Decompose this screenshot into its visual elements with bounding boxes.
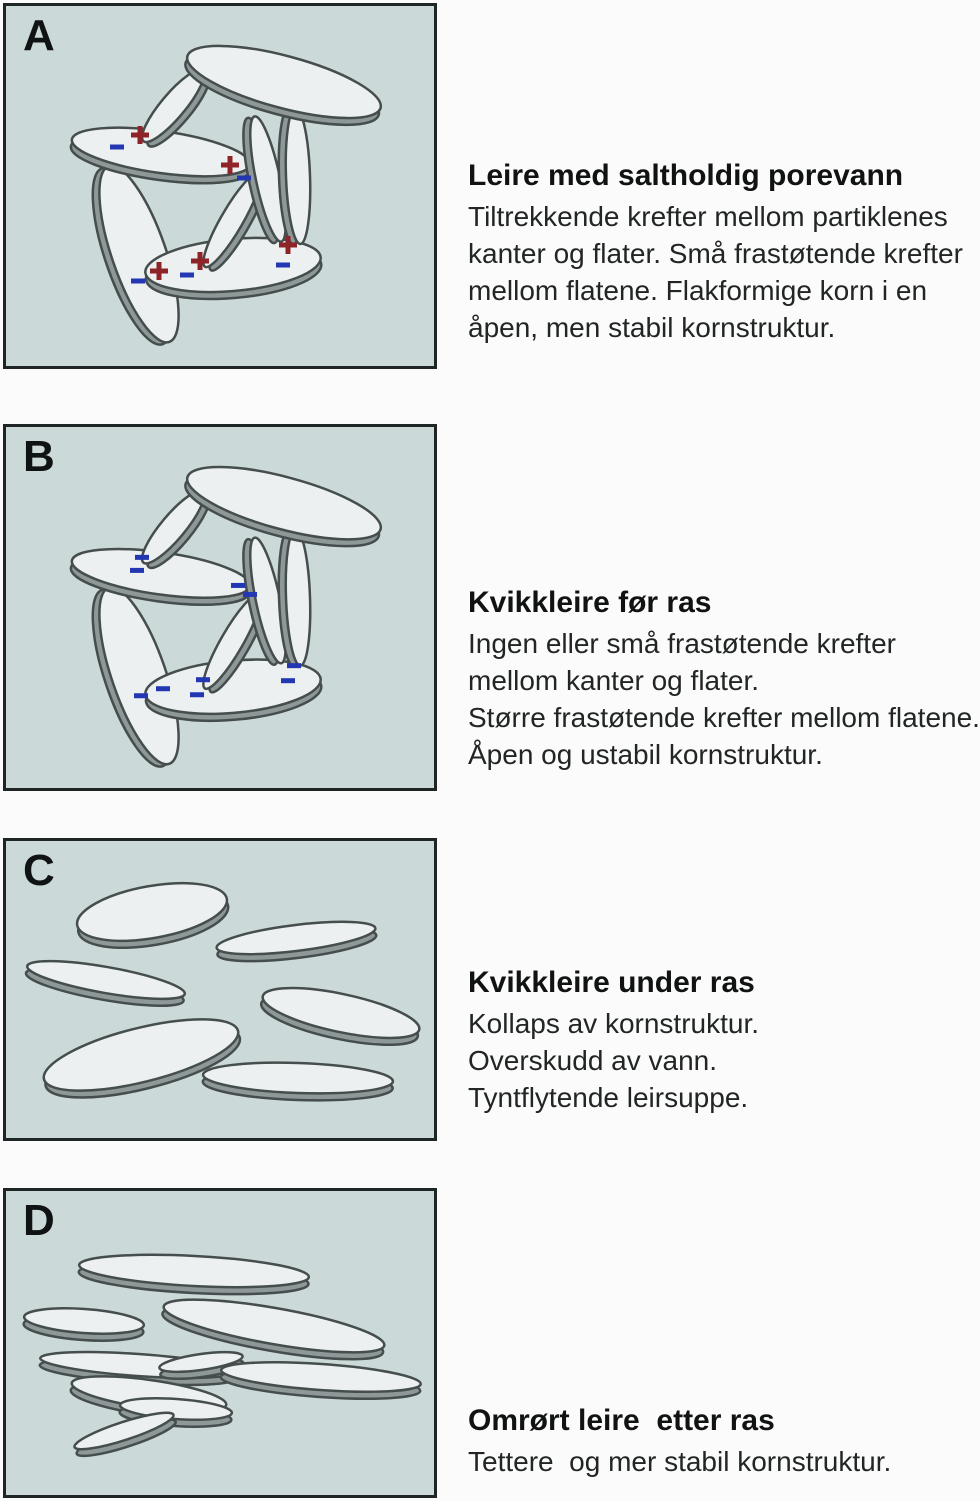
minus-charge-icon — [131, 278, 145, 284]
panel-d-label: D — [23, 1196, 55, 1245]
clay-particle — [201, 1061, 395, 1102]
panel-c-text-block: Kvikkleire under ras Kollaps av kornstru… — [468, 964, 980, 1116]
panel-d-text-block: Omrørt leire etter ras Tettere og mer st… — [468, 1402, 980, 1480]
minus-charge-icon — [190, 692, 204, 698]
minus-charge-icon — [134, 693, 148, 699]
minus-charge-icon — [196, 677, 210, 683]
minus-charge-icon — [276, 262, 290, 268]
panel-a-body-line: Tiltrekkende krefter mellom partiklenes — [468, 201, 948, 232]
minus-charge-icon — [130, 567, 144, 573]
clay-particle — [219, 1361, 423, 1400]
clay-particle — [22, 1307, 146, 1342]
plus-charge-icon — [279, 236, 297, 254]
panel-c-figure-box: C — [3, 838, 437, 1141]
panel-d-body-line: Tettere og mer stabil kornstruktur. — [468, 1446, 892, 1477]
minus-charge-icon — [110, 144, 124, 150]
clay-particle — [184, 465, 383, 548]
plus-charge-icon — [221, 156, 239, 174]
panel-b-figure — [69, 465, 383, 768]
clay-particle — [277, 106, 312, 246]
panel-b-body-line: Ingen eller små frastøtende krefter — [468, 628, 896, 659]
clay-particle — [215, 920, 378, 963]
panel-b-figure-box: B — [3, 424, 437, 791]
clay-particle — [259, 986, 421, 1047]
panel-b-body-line: Åpen og ustabil kornstruktur. — [468, 739, 823, 770]
panel-a-body-line: åpen, men stabil kornstruktur. — [468, 312, 836, 343]
minus-charge-icon — [135, 554, 149, 560]
clay-particle — [144, 658, 323, 723]
clay-particle — [73, 1411, 177, 1458]
panel-b-body-line: Større frastøtende krefter mellom flaten… — [468, 702, 980, 733]
panel-b-label: B — [23, 432, 55, 481]
clay-particle — [42, 1018, 242, 1099]
minus-charge-icon — [237, 175, 251, 181]
clay-particle — [24, 959, 187, 1008]
panel-a-figure — [69, 44, 383, 346]
panel-a-figure-box: A — [3, 3, 437, 369]
clay-particle — [77, 1253, 311, 1296]
panel-d-figure — [22, 1253, 423, 1458]
panel-d-heading: Omrørt leire etter ras — [468, 1404, 775, 1437]
panel-b-body-line: mellom kanter og flater. — [468, 665, 760, 696]
minus-charge-icon — [180, 272, 194, 278]
minus-charge-icon — [281, 678, 295, 684]
clay-particle — [75, 881, 230, 949]
panel-c-body-line: Overskudd av vann. — [468, 1045, 718, 1076]
plus-charge-icon — [191, 252, 209, 270]
panel-c-heading: Kvikkleire under ras — [468, 966, 755, 999]
plus-charge-icon — [131, 126, 149, 144]
minus-charge-icon — [231, 582, 245, 588]
plus-charge-icon — [150, 262, 168, 280]
panel-a-heading: Leire med saltholdig porevann — [468, 159, 904, 192]
panel-a-label: A — [23, 11, 55, 60]
panel-a-body-line: kanter og flater. Små frastøtende krefte… — [468, 238, 963, 269]
clay-particle — [140, 489, 211, 570]
panel-c-body-line: Kollaps av kornstruktur. — [468, 1008, 760, 1039]
clay-particle — [184, 44, 383, 127]
minus-charge-icon — [243, 591, 257, 597]
clay-particle — [242, 536, 287, 667]
panel-c-figure — [24, 881, 421, 1102]
panel-c-body-line: Tyntflytende leirsuppe. — [468, 1082, 749, 1113]
panel-d-figure-box: D — [3, 1188, 437, 1498]
panel-a-body-line: mellom flatene. Flakformige korn i en — [468, 275, 928, 306]
panel-b-text-block: Kvikkleire før ras Ingen eller små frast… — [468, 584, 980, 773]
panel-c-label: C — [23, 846, 55, 895]
panel-b-heading: Kvikkleire før ras — [468, 586, 712, 619]
clay-particle — [161, 1298, 386, 1361]
minus-charge-icon — [287, 663, 301, 669]
minus-charge-icon — [156, 686, 170, 692]
panel-a-text-block: Leire med saltholdig porevann Tiltrekken… — [468, 157, 980, 346]
